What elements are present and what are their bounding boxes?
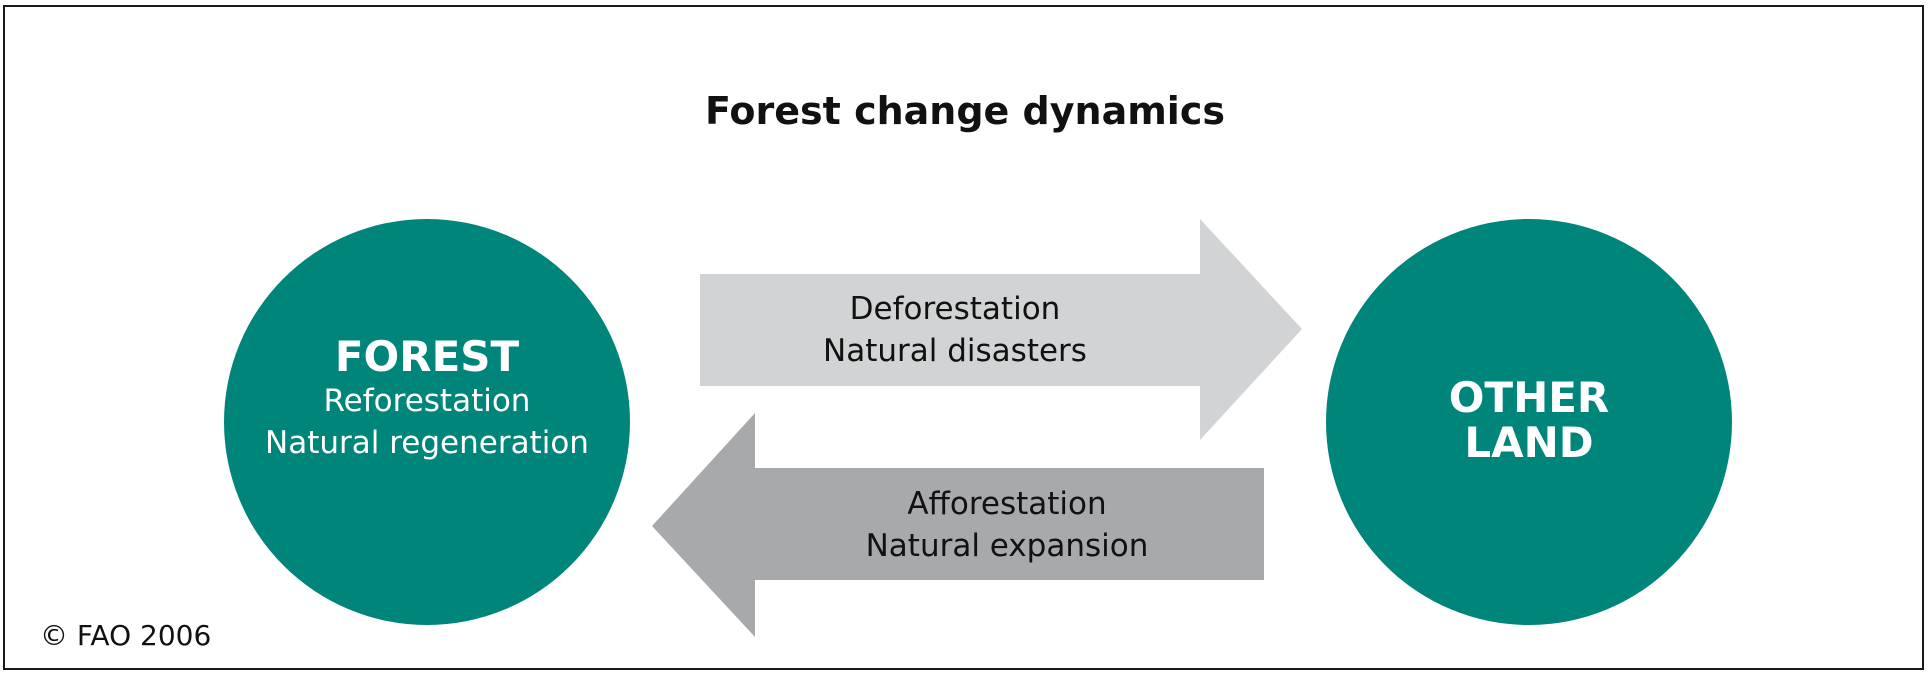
arrow-to-forest — [652, 413, 1264, 637]
forest-circle — [224, 219, 630, 625]
copyright-notice: © FAO 2006 — [40, 619, 212, 652]
arrow-to-other-land-label: Deforestation Natural disasters — [755, 288, 1155, 372]
arrow-to-other-land — [700, 219, 1302, 440]
forest-line-natural-regeneration: Natural regeneration — [265, 425, 589, 461]
arrow-to-forest-label: Afforestation Natural expansion — [807, 483, 1207, 567]
label-deforestation: Deforestation — [849, 291, 1061, 327]
other-land-line-2: LAND — [1464, 418, 1594, 467]
other-land-node-label: OTHER LAND — [1359, 375, 1699, 465]
diagram-title: Forest change dynamics — [705, 89, 1225, 133]
forest-node-label: FOREST Reforestation Natural regeneratio… — [227, 334, 627, 464]
other-land-line-1: OTHER — [1448, 373, 1610, 422]
other-land-circle — [1326, 219, 1732, 625]
label-natural-disasters: Natural disasters — [823, 333, 1087, 369]
forest-line-reforestation: Reforestation — [323, 383, 531, 419]
forest-heading: FOREST — [334, 332, 520, 381]
label-natural-expansion: Natural expansion — [865, 528, 1149, 564]
label-afforestation: Afforestation — [907, 486, 1107, 522]
